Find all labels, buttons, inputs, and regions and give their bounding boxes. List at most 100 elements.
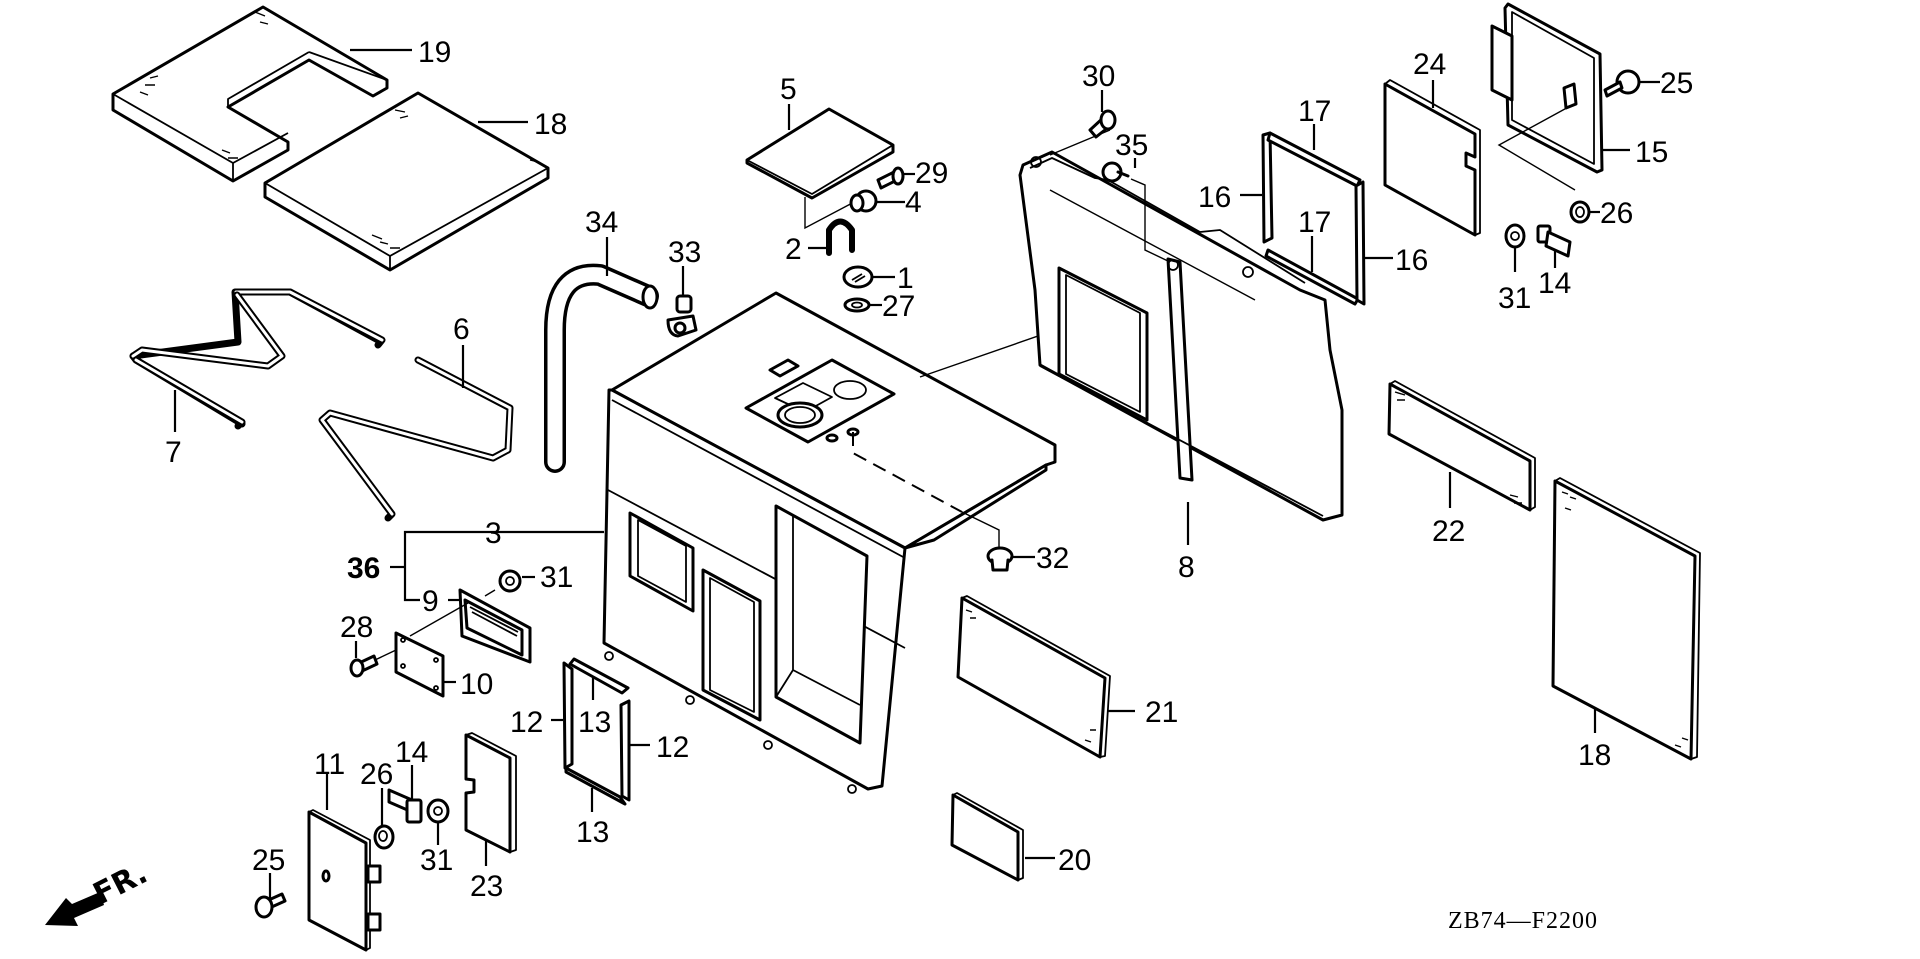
callout-32: 32 [1036,542,1069,575]
part-34-hose[interactable] [544,263,659,473]
part-16-side-strip-right[interactable] [1354,180,1366,306]
part-31-nut-case[interactable] [498,569,522,593]
part-10-plate[interactable] [394,631,445,698]
part-15-door-frame[interactable] [1490,2,1604,174]
guide-32-dashed [852,432,963,513]
callout-18-right: 18 [1578,739,1611,772]
callout-10: 10 [460,668,493,701]
callout-17-bottom: 17 [1298,206,1331,239]
part-17-end-strip-bottom[interactable] [1264,248,1360,306]
callout-18-top: 18 [534,108,567,141]
front-direction-arrow-icon [45,892,104,926]
callout-36: 36 [347,552,380,585]
part-12-side-strip-right[interactable] [619,699,631,802]
callout-28: 28 [340,611,373,644]
part-26-washer-right[interactable] [1569,200,1591,224]
callout-25-right: 25 [1660,67,1693,100]
part-21-foam-pad[interactable] [956,595,1111,759]
part-18-foam-panel-top[interactable] [263,91,550,272]
part-30-bolt[interactable] [1088,109,1117,139]
callout-31-case: 31 [540,561,573,594]
leader-15-link [1497,103,1576,191]
callout-13-bottom: 13 [576,816,609,849]
leader-3 [403,530,604,572]
callout-23: 23 [470,870,503,903]
callout-8: 8 [1178,551,1195,584]
part-7-wire-rod[interactable] [129,288,386,430]
part-6-wire-rod[interactable] [318,356,514,522]
callout-35: 35 [1115,129,1148,162]
part-26-washer-left[interactable] [373,824,395,850]
part-33-hose-clamp[interactable] [666,294,698,338]
part-19-notched-pad[interactable] [111,5,389,183]
callout-12-left: 12 [510,706,543,739]
part-5-lid[interactable] [745,107,895,200]
callout-31-left: 31 [420,844,453,877]
callout-14-right: 14 [1538,267,1571,300]
part-35-nut[interactable] [1101,161,1130,183]
callout-7: 7 [165,436,182,469]
callout-33: 33 [668,236,701,269]
callout-2: 2 [785,233,802,266]
part-12-side-strip-left[interactable] [562,661,574,770]
part-4-grommet-nut[interactable] [849,189,878,213]
part-13-end-strip-top[interactable] [568,657,630,695]
part-22-foam-pad[interactable] [1387,380,1536,512]
callout-21: 21 [1145,696,1178,729]
callout-29: 29 [915,157,948,190]
part-31-nut-right[interactable] [1504,223,1526,249]
callout-1: 1 [897,262,914,295]
guide-panel-diagonal [1049,189,1256,301]
part-1-cap[interactable] [842,265,874,289]
leader-10-link [409,602,469,637]
callout-4: 4 [905,186,922,219]
callout-25-left: 25 [252,844,285,877]
part-9-bracket-housing[interactable] [458,588,532,664]
callout-26-right: 26 [1600,197,1633,230]
part-28-bolt[interactable] [349,654,379,678]
callout-13-top: 13 [578,706,611,739]
leader-36-bracket [403,572,420,602]
callout-30: 30 [1082,60,1115,93]
part-25-screw-right[interactable] [1603,69,1641,98]
callout-16-right: 16 [1395,244,1428,277]
part-11-door[interactable] [307,809,382,952]
part-23-foam-pad[interactable] [464,732,517,854]
leader-35-link [1130,178,1171,263]
part-14-latch-right[interactable] [1536,224,1572,258]
callout-15: 15 [1635,136,1668,169]
part-25-screw-left[interactable] [254,892,287,919]
callout-22: 22 [1432,515,1465,548]
part-2-u-clip[interactable] [826,218,855,256]
callout-14-left: 14 [395,736,428,769]
part-18-foam-panel-right[interactable] [1551,477,1701,761]
part-32-grommet[interactable] [986,546,1014,572]
part-8-rear-panel[interactable] [1018,150,1344,522]
callout-16-left: 16 [1198,181,1231,214]
callout-27: 27 [882,290,915,323]
leader-28-link [374,649,397,661]
callout-12-right: 12 [656,731,689,764]
callout-5: 5 [780,73,797,106]
callout-34: 34 [585,206,618,239]
callout-6: 6 [453,313,470,346]
callout-9: 9 [422,585,439,618]
part-27-washer[interactable] [843,297,871,313]
part-24-foam-pad[interactable] [1383,79,1481,237]
callout-3: 3 [485,517,502,550]
part-3-main-case[interactable] [602,291,1057,794]
callout-19: 19 [418,36,451,69]
part-20-small-foam-pad[interactable] [950,792,1024,882]
diagram-code: ZB74—F2200 [1448,908,1598,934]
callout-31-right: 31 [1498,282,1531,315]
part-31-nut-left[interactable] [426,798,450,824]
part-29-screw[interactable] [876,166,905,190]
part-16-side-strip-left[interactable] [1261,131,1274,244]
part-13-end-strip-bottom[interactable] [564,766,627,806]
callout-11: 11 [314,748,345,781]
part-14-latch-left[interactable] [387,788,423,824]
leader-32-guide [961,511,1000,548]
callout-17-top: 17 [1298,95,1331,128]
leader-5-link [804,197,859,230]
